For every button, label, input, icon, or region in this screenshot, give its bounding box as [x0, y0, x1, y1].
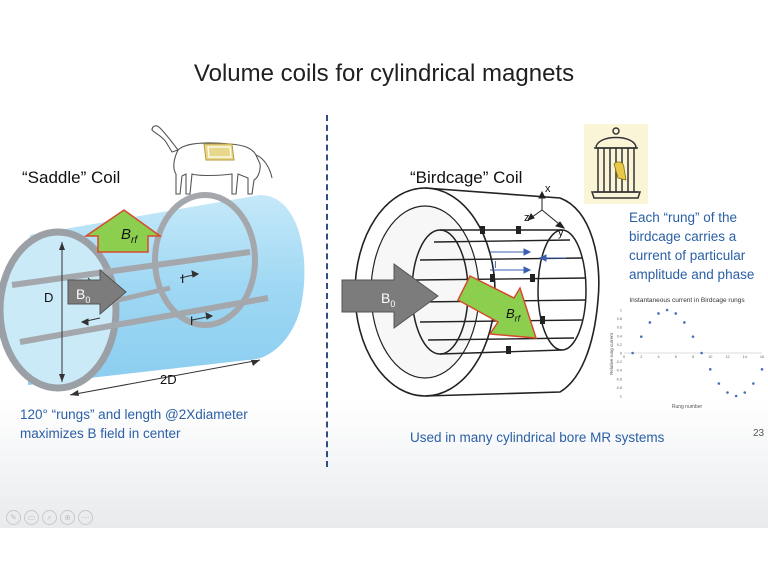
chart-xtick-label: 8 [692, 355, 694, 359]
birdcage-b0-subscript: 0 [390, 298, 396, 309]
horse-image [151, 125, 273, 195]
chart-point [743, 391, 747, 394]
chart-point [717, 382, 721, 385]
coil-rung-lower [19, 295, 269, 345]
brf-label: B [121, 226, 132, 243]
birdcage-caption: Used in many cylindrical bore MR systems [410, 430, 665, 445]
chart-xtick-label: 14 [743, 355, 747, 359]
dimension-d-label: D [44, 290, 54, 305]
birdcage-image [584, 124, 648, 204]
axis-y-label: y [558, 227, 564, 239]
birdcage-brf-subscript: rf [514, 313, 521, 324]
chart-xtick-label: 12 [725, 355, 729, 359]
front-ring [0, 228, 120, 392]
chart-xtick-label: 4 [657, 355, 659, 359]
birdcage-b0-arrow [341, 263, 439, 329]
page-number: 23 [753, 428, 765, 439]
search-icon[interactable]: ⌕ [42, 510, 57, 525]
birdcage-coil-heading: “Birdcage” Coil [410, 168, 523, 187]
chart-ytick-label: -0.4 [615, 369, 622, 373]
axis-x-label: x [545, 183, 551, 195]
column-divider [326, 115, 328, 467]
saddle-caption-line2: maximizes B field in center [20, 426, 181, 441]
chart-xtick-label: 10 [708, 355, 712, 359]
birdcage-brf-label: B [506, 306, 515, 321]
chart-point [639, 335, 643, 338]
zoom-icon[interactable]: ⊕ [60, 510, 75, 525]
chart-point [691, 335, 695, 338]
more-icon[interactable]: ⋯ [78, 510, 93, 525]
chart-ytick-label: -0.6 [615, 377, 622, 381]
saddle-caption-line1: 120° “rungs” and length @2Xdiameter [20, 407, 248, 422]
chart-ytick-label: 0.8 [617, 317, 622, 321]
chart-point [665, 308, 669, 312]
chart-ytick-label: 0.2 [617, 343, 622, 347]
chart-point [700, 351, 703, 355]
chart-xtick-label: 0 [623, 355, 625, 359]
chart-ytick-label: 1 [620, 309, 622, 313]
saddle-coil-diagram [0, 192, 305, 396]
chart-point [726, 391, 729, 394]
chart-point [734, 394, 738, 398]
rung-note-line4: amplitude and phase [629, 267, 755, 282]
chart-point [683, 321, 686, 324]
slide: Volume coils for cylindrical magnets “Sa… [0, 0, 768, 528]
rung-current-chart: Instantaneous current in Birdcage rungs … [609, 297, 764, 410]
chart-xtick-label: 16 [760, 355, 764, 359]
shield-body [424, 187, 600, 397]
brf-arrow [83, 209, 163, 253]
brf-subscript: rf [131, 235, 138, 246]
screen-icon[interactable]: ▭ [24, 510, 39, 525]
chart-title: Instantaneous current in Birdcage rungs [629, 297, 745, 304]
coil-rung-upper [11, 249, 251, 288]
birdcage-b0-label: B [381, 290, 391, 306]
rung-note-line3: current of particular [629, 248, 746, 263]
chart-ytick-label: -1 [619, 395, 622, 399]
chart-xtick-label: 2 [640, 355, 642, 359]
rear-ring [152, 192, 258, 328]
current-label-lower: I [190, 314, 194, 328]
chart-point [708, 368, 712, 371]
chart-ytick-label: -0.8 [615, 386, 622, 390]
chart-point [631, 351, 634, 355]
saddle-caption: 120° “rungs” and length @2Xdiameter maxi… [20, 405, 248, 443]
chart-xlabel: Rung number [672, 404, 703, 410]
chart-xtick-label: 6 [675, 355, 677, 359]
axis-z-label: z [524, 212, 530, 224]
chart-ylabel: Relative rung current [609, 332, 614, 375]
chart-ytick-label: 0.6 [617, 326, 622, 330]
chart-point [674, 312, 678, 315]
coil-rung-mid [109, 285, 171, 305]
birdcage-current-label: I [494, 260, 497, 271]
saddle-coil-heading: “Saddle” Coil [22, 168, 121, 187]
coil-endring-rear [537, 229, 587, 351]
birdcage-brf-arrow [457, 274, 538, 339]
rung-note-line2: birdcage carries a [629, 229, 737, 244]
chart-point [760, 368, 764, 371]
chart-point [657, 312, 660, 315]
chart-point [752, 382, 755, 385]
chart-ytick-label: 0 [620, 352, 622, 356]
dimension-2d-label: 2D [160, 372, 177, 387]
slide-title: Volume coils for cylindrical magnets [193, 60, 575, 87]
b0-label: B [76, 286, 86, 302]
chart-ytick-label: -0.2 [615, 360, 622, 364]
rung-note: Each “rung” of the birdcage carries a cu… [629, 208, 754, 284]
pen-icon[interactable]: ✎ [6, 510, 21, 525]
b0-arrow [67, 268, 127, 316]
b0-subscript: 0 [85, 294, 91, 305]
slideshow-toolbar: ✎ ▭ ⌕ ⊕ ⋯ [6, 510, 93, 525]
rung-note-line1: Each “rung” of the [629, 210, 738, 225]
birdcage-coil-diagram [341, 187, 600, 397]
current-label-upper: I [181, 272, 185, 286]
chart-point [648, 321, 652, 324]
chart-ytick-label: 0.4 [617, 334, 622, 338]
